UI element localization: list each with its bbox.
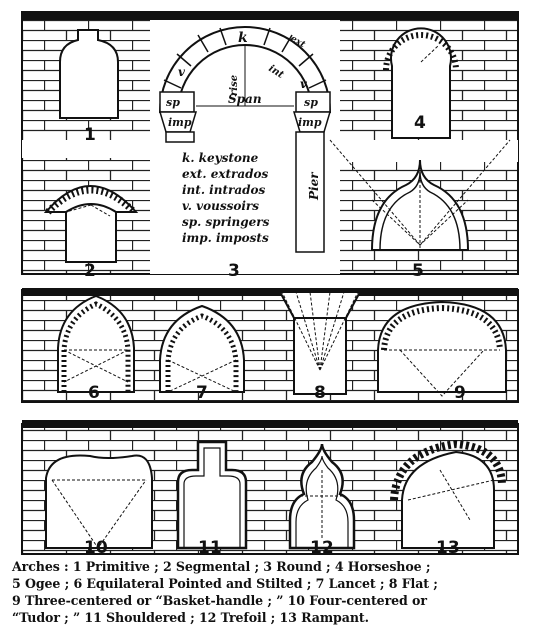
arch-4-horseshoe <box>383 27 459 139</box>
arch-11-shouldered <box>176 440 248 550</box>
legend-line: imp. imposts <box>182 231 269 245</box>
figure-caption: Arches : 1 Primitive ; 2 Segmental ; 3 R… <box>12 558 526 626</box>
label-pier: Pier <box>307 171 321 201</box>
label-voussoir-right: v <box>300 77 308 91</box>
label-springer-left: sp <box>166 96 180 109</box>
legend-line: v. voussoirs <box>182 199 259 213</box>
label-arch-10: 10 <box>84 538 108 558</box>
label-arch-2: 2 <box>84 261 96 281</box>
label-arch-12: 12 <box>310 538 334 558</box>
label-arch-5: 5 <box>412 261 424 281</box>
label-keystone: k <box>238 30 248 46</box>
label-rise: rise <box>229 75 240 96</box>
caption-line: 9 Three-centered or “Basket-handle ; ” 1… <box>12 593 427 608</box>
arch-12-trefoil <box>288 443 356 550</box>
label-springer-right: sp <box>304 96 318 109</box>
label-arch-13: 13 <box>436 538 460 558</box>
bottom-panel: 10 11 12 13 <box>21 420 519 558</box>
label-arch-7: 7 <box>196 383 208 403</box>
label-voussoir-left: v <box>178 65 186 79</box>
label-impost-right: imp <box>298 116 322 129</box>
arches-illustration: k ext int v v sp sp imp imp Span rise Pi… <box>21 11 519 558</box>
label-arch-1: 1 <box>84 125 96 145</box>
legend-line: k. keystone <box>182 151 259 165</box>
top-panel: k ext int v v sp sp imp imp Span rise Pi… <box>21 11 519 281</box>
label-span: Span <box>228 92 262 106</box>
legend-line: sp. springers <box>182 215 270 229</box>
middle-panel: 6 7 8 9 <box>21 288 519 403</box>
label-arch-9: 9 <box>454 383 466 403</box>
legend-line: ext. extrados <box>182 167 269 181</box>
arch-8-flat <box>278 291 362 395</box>
label-arch-6: 6 <box>88 383 100 403</box>
arch-13-rampant <box>390 439 506 549</box>
legend-line: int. intrados <box>182 183 266 197</box>
label-arch-11: 11 <box>198 538 222 558</box>
label-arch-8: 8 <box>314 383 326 403</box>
arch-7-lancet <box>159 304 245 393</box>
caption-line: “Tudor ; ” 11 Shouldered ; 12 Trefoil ; … <box>12 610 369 625</box>
arch-1-primitive <box>59 29 119 119</box>
caption-line: Arches : 1 Primitive ; 2 Segmental ; 3 R… <box>12 559 431 574</box>
caption-line: 5 Ogee ; 6 Equilateral Pointed and Stilt… <box>12 576 438 591</box>
label-arch-3: 3 <box>228 261 240 281</box>
arch-10-four-centered <box>45 454 153 549</box>
arch-2-segmental <box>43 185 139 263</box>
arch-6-equilateral <box>57 294 135 393</box>
arch-9-three-centered <box>377 300 507 397</box>
arch-3-round: k ext int v v sp sp imp imp Span rise Pi… <box>158 26 332 253</box>
label-arch-4: 4 <box>414 113 426 133</box>
arch-5-ogee <box>329 139 511 251</box>
parts-legend: k. keystone ext. extrados int. intrados … <box>182 151 270 245</box>
label-impost-left: imp <box>168 116 192 129</box>
